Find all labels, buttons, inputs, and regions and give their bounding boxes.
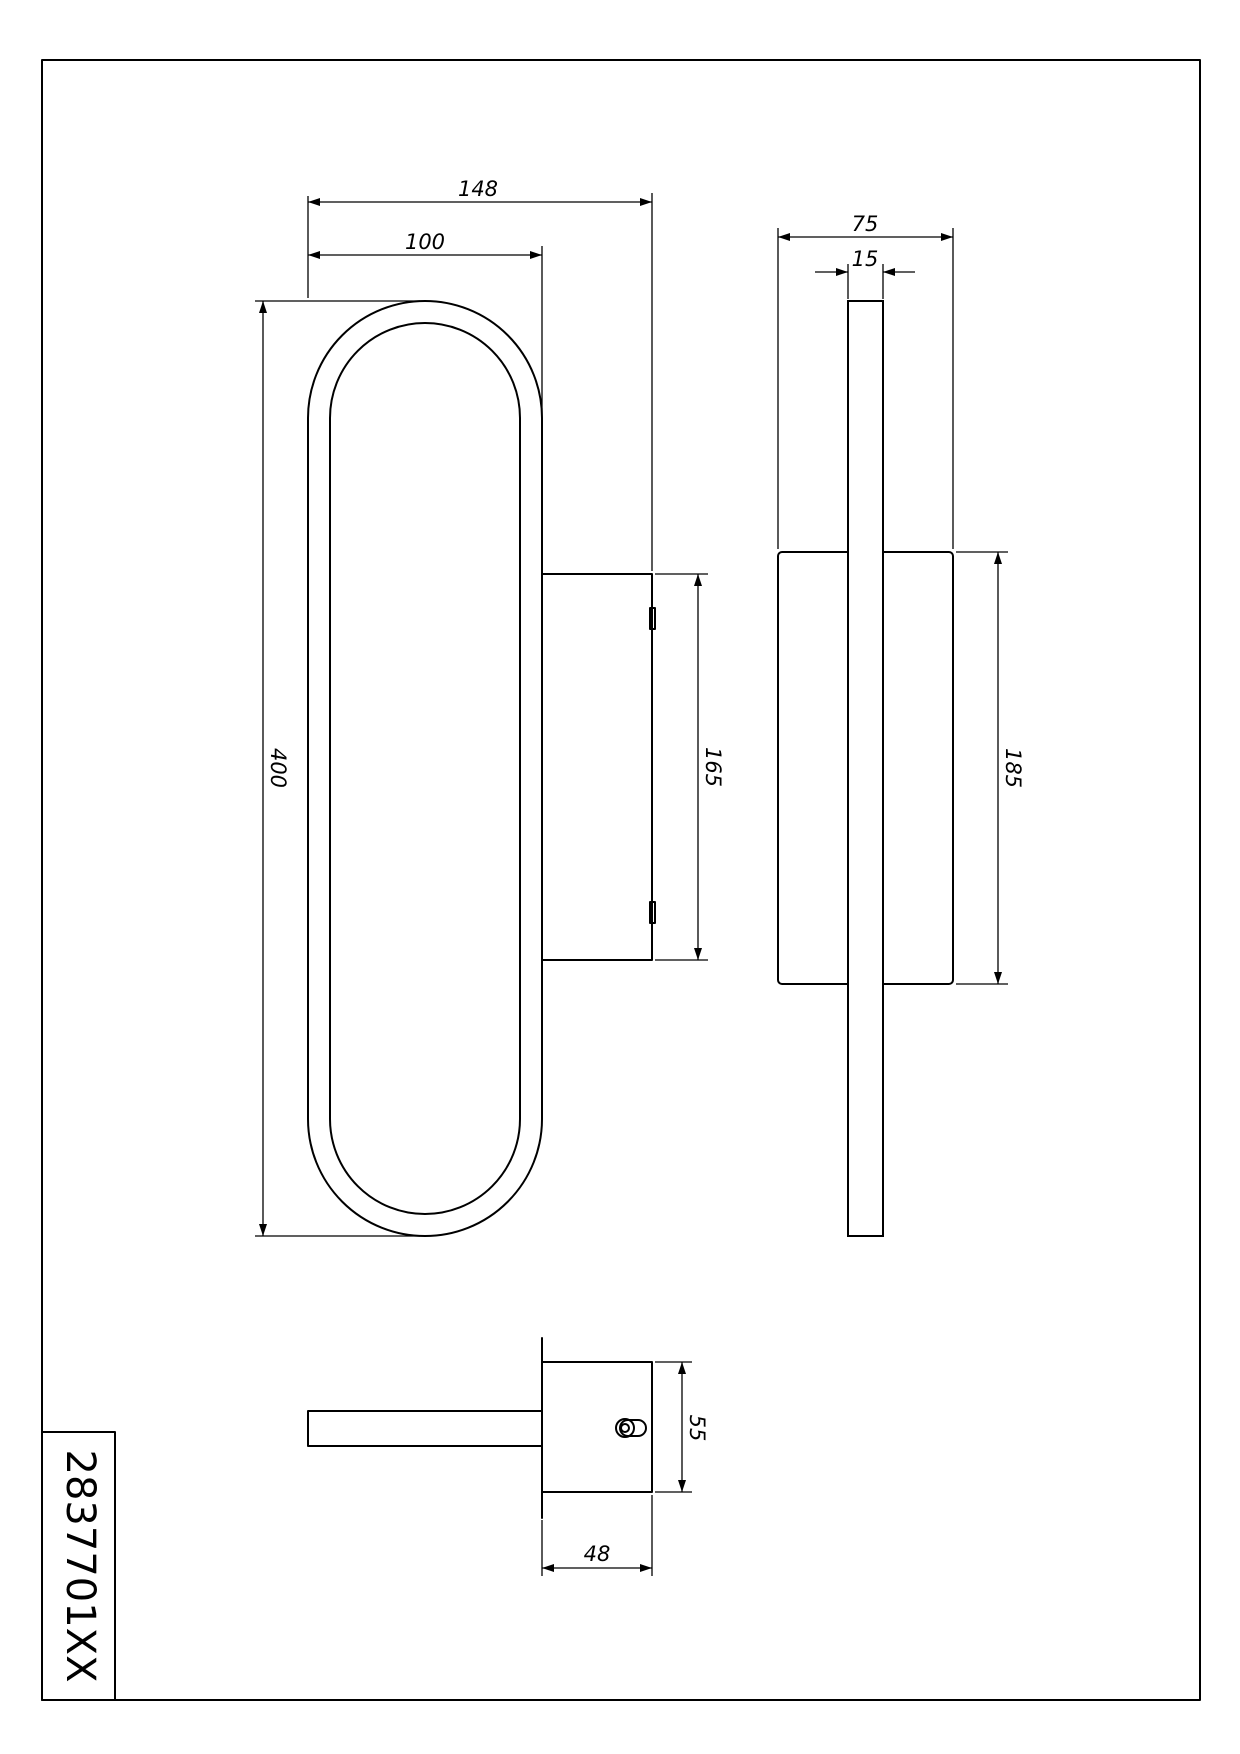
dim-15: 15 [815, 247, 915, 299]
product-code: 2837701XX [57, 1450, 103, 1683]
dim-100: 100 [308, 230, 543, 548]
top-view: 55 48 [307, 1337, 709, 1576]
front-view: 148 100 400 165 [255, 177, 725, 1237]
dim-48-label: 48 [584, 1542, 611, 1566]
front-ring-inner [329, 322, 521, 1215]
title-block: 2837701XX [41, 1431, 116, 1701]
dim-165-label: 165 [701, 747, 725, 787]
drawing-border [41, 59, 1201, 1701]
top-base-box [541, 1361, 653, 1493]
dim-100-label: 100 [405, 230, 445, 254]
dim-148-label: 148 [458, 177, 498, 201]
dim-48: 48 [541, 1495, 653, 1576]
front-screw-bottom [649, 901, 656, 924]
dim-75: 75 [777, 212, 954, 549]
dim-185: 185 [956, 551, 1025, 985]
switch-knob-icon [615, 1418, 647, 1438]
dim-400-label: 400 [266, 748, 290, 788]
dim-165: 165 [655, 573, 725, 961]
dim-400: 400 [255, 300, 420, 1237]
side-view: 75 15 185 [777, 212, 1025, 1237]
dim-185-label: 185 [1001, 748, 1025, 788]
top-ring-bar [307, 1410, 543, 1447]
front-screw-top [649, 607, 656, 630]
front-ring-outer [307, 300, 543, 1237]
side-ring-profile [847, 300, 884, 1237]
dim-75-label: 75 [852, 212, 879, 236]
front-base-box [541, 573, 653, 961]
dim-55: 55 [655, 1361, 709, 1493]
dim-148: 148 [307, 177, 653, 571]
dim-55-label: 55 [685, 1415, 709, 1442]
dim-15-label: 15 [852, 247, 879, 271]
